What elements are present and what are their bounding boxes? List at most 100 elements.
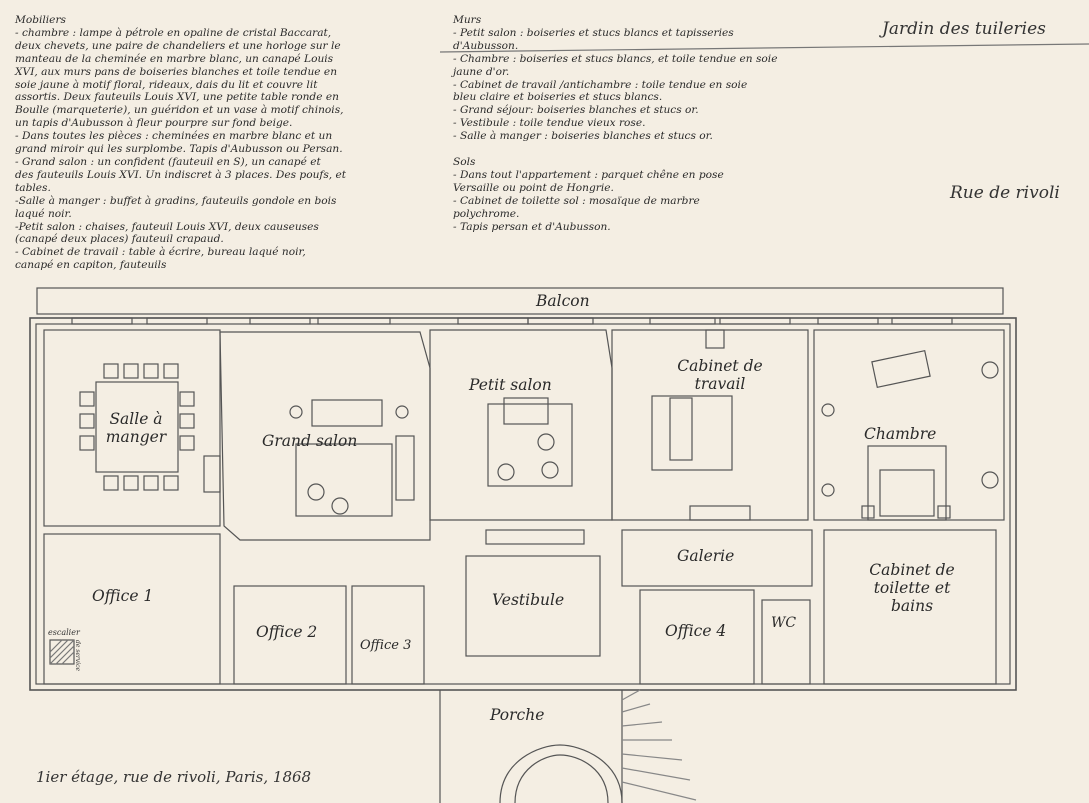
cabinet-stool	[705, 329, 725, 349]
desk	[669, 397, 693, 461]
buffet	[203, 455, 221, 493]
furniture-note-line: assortis. Deux fauteuils Louis XVI, une …	[15, 91, 339, 104]
label-chambre: Chambre	[864, 425, 937, 443]
room-office-3	[351, 585, 425, 685]
porch-walls	[439, 690, 623, 803]
petit-salon-sofa	[503, 397, 549, 425]
nightstand-1	[861, 505, 875, 519]
furniture-note-line: - Dans toutes les pièces : cheminées en …	[15, 130, 333, 143]
chambre-table-1	[821, 403, 835, 417]
furniture-note-line: -Salle à manger : buffet à gradins, faut…	[15, 194, 337, 207]
chambre-sofa	[871, 349, 931, 389]
grand-salon-rug	[295, 443, 393, 517]
walls-note-line: - Cabinet de toilette sol : mosaïque de …	[453, 194, 700, 207]
walls-note-line: - Petit salon : boiseries et stucs blanc…	[453, 26, 734, 39]
petit-salon-chair-3	[537, 433, 555, 451]
room-cabinet-travail	[611, 329, 809, 521]
nightstand-2	[937, 505, 951, 519]
label-balcon: Balcon	[536, 292, 590, 310]
label-porche: Porche	[490, 706, 545, 724]
balcony-outline	[36, 287, 1004, 315]
chambre-vase-2	[981, 471, 999, 489]
street-label-jardin: Jardin des tuileries	[882, 19, 1046, 39]
walls-note-line: - Cabinet de travail /antichambre : toil…	[453, 78, 748, 91]
walls-note-line: d'Aubusson.	[453, 39, 519, 52]
dining-table	[95, 381, 179, 473]
pouf-2	[331, 497, 349, 515]
furniture-note-line: deux chevets, une paire de chandeliers e…	[15, 39, 341, 52]
label-office-3: Office 3	[360, 638, 412, 653]
side-table-2	[395, 405, 409, 419]
label-office-2: Office 2	[256, 623, 318, 641]
label-wc: WC	[771, 615, 797, 631]
pouf-1	[307, 483, 325, 501]
chambre-vase	[981, 361, 999, 379]
label-cabinet-toilette: Cabinet de toilette et bains	[869, 561, 955, 615]
room-office-1	[43, 533, 221, 685]
label-salle-a-manger: Salle à manger	[105, 410, 167, 446]
bed	[879, 469, 935, 517]
street-label-rivoli: Rue de rivoli	[950, 183, 1060, 203]
room-office-2	[233, 585, 347, 685]
chambre-table-2	[821, 483, 835, 497]
walls-note-line: Murs	[453, 14, 482, 26]
room-office-4	[639, 589, 755, 685]
walls-note-line: - Tapis persan et d'Aubusson.	[453, 220, 611, 233]
bed-canopy	[867, 445, 947, 521]
furniture-note-line: grand miroir qui les surplombe. Tapis d'…	[15, 143, 343, 156]
cabinet-rug	[651, 395, 733, 471]
petit-salon-rug	[487, 403, 573, 487]
furniture-note-line: -Petit salon : chaises, fauteuil Louis X…	[15, 220, 319, 233]
furniture-note-line: (canapé deux places) fauteuil crapaud.	[15, 233, 224, 246]
label-escalier: escalier	[48, 628, 80, 637]
service-stair-lines	[49, 639, 75, 665]
walls-note-line: - Vestibule : toile tendue vieux rose.	[453, 117, 646, 130]
furniture-note-line: des fauteuils Louis XVI. Un indiscret à …	[15, 168, 347, 181]
label-petit-salon: Petit salon	[469, 376, 552, 394]
room-vestibule	[465, 555, 601, 657]
dining-chairs	[79, 363, 195, 491]
furniture-note-line: tables.	[15, 181, 51, 194]
windows	[71, 317, 953, 325]
staircase-curve	[499, 744, 623, 803]
cabinet-sideboard	[689, 505, 751, 521]
furniture-note-line: manteau de la cheminée en marbre blanc, …	[15, 52, 334, 65]
stair-treads	[621, 689, 697, 801]
furniture-note-line: Boulle (marqueterie), un guéridon et un …	[15, 104, 344, 117]
label-cabinet-de-travail: Cabinet de travail	[677, 357, 763, 393]
walls-note-line: bleu claire et boiseries et stucs blancs…	[453, 91, 663, 104]
furniture-note-line: - Cabinet de travail : table à écrire, b…	[15, 246, 306, 259]
room-wc	[761, 599, 811, 685]
walls-note-line: jaune d'or.	[453, 65, 510, 78]
walls-note-line: - Salle à manger : boiseries blanches et…	[453, 130, 713, 143]
room-cabinet-toilette	[823, 529, 997, 685]
petit-salon-chair-1	[497, 463, 515, 481]
label-office-4: Office 4	[665, 622, 727, 640]
furniture-note-line: soie jaune à motif floral, rideaux, dais…	[15, 78, 318, 91]
furniture-note-line: XVI, aux murs pans de boiseries blanches…	[15, 65, 338, 78]
room-petit-salon	[429, 329, 613, 521]
label-office-1: Office 1	[92, 587, 154, 605]
label-vestibule: Vestibule	[492, 591, 565, 609]
staircase-inner	[514, 754, 609, 803]
grand-salon-settee	[395, 435, 415, 501]
side-table-1	[289, 405, 303, 419]
room-galerie	[621, 529, 813, 587]
walls-floors-notes: Murs- Petit salon : boiseries et stucs b…	[453, 14, 863, 233]
walls-note-line: polychrome.	[453, 207, 520, 220]
furniture-notes: Mobiliers- chambre : lampe à pétrole en …	[15, 14, 440, 272]
petit-salon-chair-2	[541, 461, 559, 479]
furniture-note-line: - chambre : lampe à pétrole en opaline d…	[15, 26, 332, 39]
label-de-service: de service	[74, 640, 81, 672]
walls-note-line: - Grand séjour: boiseries blanches et st…	[453, 104, 699, 117]
label-galerie: Galerie	[677, 547, 735, 565]
walls-note-line: Sols	[453, 155, 476, 168]
walls-note-line: Versaille ou point de Hongrie.	[453, 181, 614, 194]
grand-salon-sofa	[311, 399, 383, 427]
vestibule-console	[485, 529, 585, 545]
walls-note-line: - Chambre : boiseries et stucs blancs, e…	[453, 52, 778, 65]
walls-note-line: - Dans tout l'appartement : parquet chên…	[453, 168, 724, 181]
room-salle-a-manger	[43, 329, 221, 527]
separator-line	[439, 43, 1089, 53]
